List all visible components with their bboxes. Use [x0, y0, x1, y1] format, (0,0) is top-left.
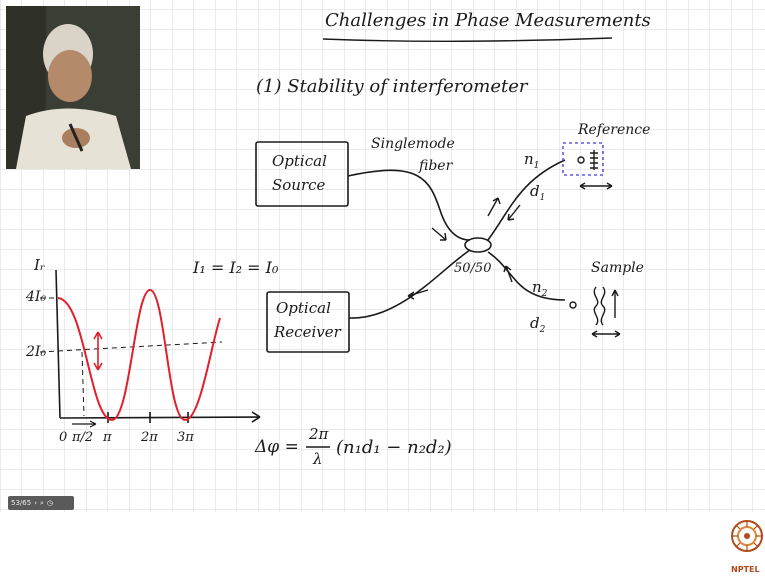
graph-y-tick-mid: 2I₀: [26, 344, 47, 360]
graph-condition: I₁ = I₂ = I₀: [193, 258, 279, 277]
x-tick-3pi: 3π: [177, 430, 194, 445]
intensity-curve: [57, 288, 221, 422]
slide-nav-toolbar[interactable]: 53/65 › ⌕ ◷: [8, 496, 74, 510]
fiber-coupler: [464, 237, 492, 253]
sample-label: Sample: [591, 260, 644, 276]
n2-label: n2: [532, 278, 548, 299]
graph-dashed-lines: [39, 297, 223, 417]
d1-label: d1: [530, 182, 546, 203]
graph-y-label: Iᵣ: [34, 256, 46, 274]
x-tick-2pi: 2π: [141, 430, 158, 445]
light-direction-arrows: [407, 197, 521, 300]
sample-element: [569, 286, 621, 338]
search-icon[interactable]: ⌕: [40, 498, 44, 507]
fiber-label-line2: fiber: [419, 158, 453, 174]
x-tick-pi-half: π/2: [72, 430, 94, 445]
quadrature-arrow: [72, 420, 97, 428]
reference-mirror: [577, 150, 613, 190]
fluctuation-arrow: [93, 331, 103, 371]
presenter-webcam: [6, 6, 140, 169]
footer-area: [0, 512, 765, 581]
reference-label: Reference: [578, 122, 651, 138]
optical-source-box: [255, 141, 349, 207]
optical-receiver-box: [266, 291, 350, 353]
n1-label: n1: [524, 150, 540, 171]
equation-denominator: λ: [313, 450, 323, 468]
receiver-label-line2: Receiver: [274, 323, 341, 341]
x-tick-pi: π: [103, 430, 112, 445]
coupler-label: 50/50: [454, 261, 492, 276]
x-tick-0: 0: [59, 430, 68, 445]
equation-numerator: 2π: [309, 425, 329, 443]
nptel-logo: [731, 520, 763, 552]
presenter-video-icon: [6, 6, 140, 169]
equation-rhs: (n₁d₁ − n₂d₂): [336, 437, 452, 458]
next-slide-icon[interactable]: ›: [34, 499, 37, 507]
fiber-label-line1: Singlemode: [371, 136, 455, 152]
equation-lhs: Δφ =: [255, 437, 299, 457]
graph-axes: [55, 269, 261, 423]
receiver-label-line1: Optical: [276, 299, 331, 317]
slide-point: (1) Stability of interferometer: [256, 76, 528, 97]
fiber-lines: [347, 159, 566, 319]
slide-title: Challenges in Phase Measurements: [325, 10, 651, 31]
nptel-logo-text: NPTEL: [731, 565, 760, 574]
d2-label: d2: [530, 314, 546, 335]
reference-mirror-box: [562, 142, 604, 176]
source-label-line1: Optical: [272, 152, 327, 170]
clock-icon[interactable]: ◷: [46, 499, 54, 507]
source-label-line2: Source: [272, 176, 326, 194]
title-underline: [322, 37, 613, 42]
page-indicator: 53/65: [11, 499, 32, 507]
graph-y-tick-top: 4I₀: [26, 289, 47, 305]
